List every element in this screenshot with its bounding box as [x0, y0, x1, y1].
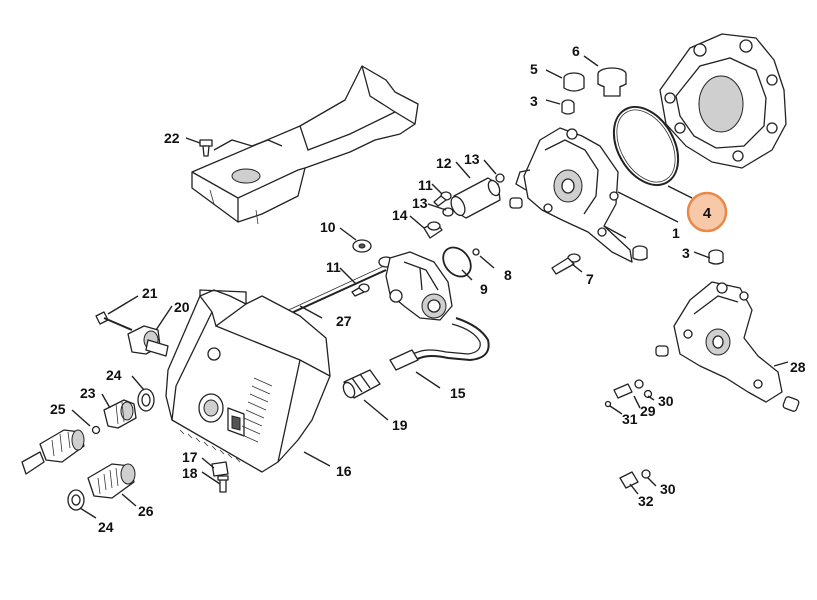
callout-22: 22	[164, 130, 180, 146]
part-24-washer-upper	[137, 388, 155, 412]
callout-30-top: 30	[658, 393, 674, 409]
callout-24-top: 24	[106, 367, 122, 383]
callout-11-top: 11	[418, 177, 433, 193]
part-29-fitting	[613, 379, 644, 399]
part-18-screw	[217, 475, 229, 493]
part-15-hose	[389, 317, 490, 371]
part-26-coupling	[87, 463, 136, 499]
part-17-cap	[211, 461, 229, 477]
unloader-valve	[378, 251, 453, 321]
part-3-nut-right	[708, 249, 724, 265]
part-16-cover	[165, 289, 331, 473]
callout-32: 32	[638, 493, 654, 509]
part-28-plug-bottom	[782, 396, 800, 412]
callout-3-top: 3	[530, 93, 538, 109]
callout-6: 6	[572, 43, 580, 59]
part-11-screw-upper	[433, 191, 452, 207]
part-12-valve-body	[450, 177, 501, 219]
part-13-o-ring-b	[442, 207, 454, 217]
callout-29: 29	[640, 403, 656, 419]
callout-11-mid: 11	[326, 259, 341, 275]
part-25-coupling	[21, 429, 85, 475]
highlight-label: 4	[703, 205, 712, 222]
part-8-o-ring	[472, 248, 480, 256]
callout-27: 27	[336, 313, 352, 329]
part-4-o-ring	[612, 106, 680, 186]
callout-20: 20	[174, 299, 190, 315]
callout-13-top: 13	[464, 151, 480, 167]
part-30-o-ring-lower	[641, 469, 651, 479]
part-1-pump-head	[515, 127, 633, 263]
callout-24-bottom: 24	[98, 519, 114, 535]
part-5-plug	[563, 72, 585, 92]
callout-19: 19	[392, 417, 408, 433]
part-28-pump-head	[673, 281, 783, 403]
callout-13-mid: 13	[412, 195, 428, 211]
callout-12: 12	[436, 155, 452, 171]
leader-lines	[71, 55, 789, 519]
callout-3-right: 3	[682, 245, 690, 261]
part-9-o-ring	[442, 246, 472, 278]
callout-15: 15	[450, 385, 466, 401]
part-31-ball	[604, 400, 612, 408]
part-24-washer-lower	[67, 489, 85, 511]
callout-1: 1	[672, 225, 680, 241]
part-1-plug	[509, 197, 523, 209]
part-6-plug	[597, 67, 627, 97]
callout-10: 10	[320, 219, 336, 235]
highlight-ring	[686, 191, 728, 233]
part-23-fitting	[103, 399, 137, 429]
callout-21: 21	[142, 285, 158, 301]
part-10-washer	[352, 239, 372, 253]
callout-7: 7	[586, 271, 594, 287]
highlight-callout-4: 4	[686, 191, 728, 233]
part-23-o-ring	[91, 425, 101, 435]
part-19-fitting	[342, 369, 381, 399]
part-21-bolt	[95, 311, 133, 331]
part-14-fitting	[423, 221, 443, 239]
pump-cylinder-housing	[659, 33, 787, 169]
part-32-fitting	[619, 471, 639, 489]
callout-9: 9	[480, 281, 488, 297]
part-22-screw	[199, 139, 213, 157]
part-22-frame	[191, 65, 419, 225]
callout-28: 28	[790, 359, 806, 375]
callout-5: 5	[530, 61, 538, 77]
callout-labels: 22 5 6 3 12 13 11 13 14 10 11 9 8 7 1 3 …	[50, 43, 806, 535]
callout-8: 8	[504, 267, 512, 283]
callout-17: 17	[182, 449, 198, 465]
callout-25: 25	[50, 401, 66, 417]
part-7-screw	[551, 253, 581, 275]
part-1-nut	[632, 245, 648, 261]
part-13-o-ring-a	[495, 173, 505, 183]
part-3-nut-top	[561, 99, 575, 115]
part-28-plug-left	[655, 345, 669, 357]
part-11-screw-lower	[351, 283, 370, 297]
part-30-o-ring-upper	[643, 389, 653, 399]
callout-16: 16	[336, 463, 352, 479]
part-20-eccentric	[127, 325, 169, 357]
callout-18: 18	[182, 465, 198, 481]
callout-30-bottom: 30	[660, 481, 676, 497]
callout-26: 26	[138, 503, 154, 519]
callout-14: 14	[392, 207, 408, 223]
callout-31: 31	[622, 411, 638, 427]
callout-23: 23	[80, 385, 96, 401]
